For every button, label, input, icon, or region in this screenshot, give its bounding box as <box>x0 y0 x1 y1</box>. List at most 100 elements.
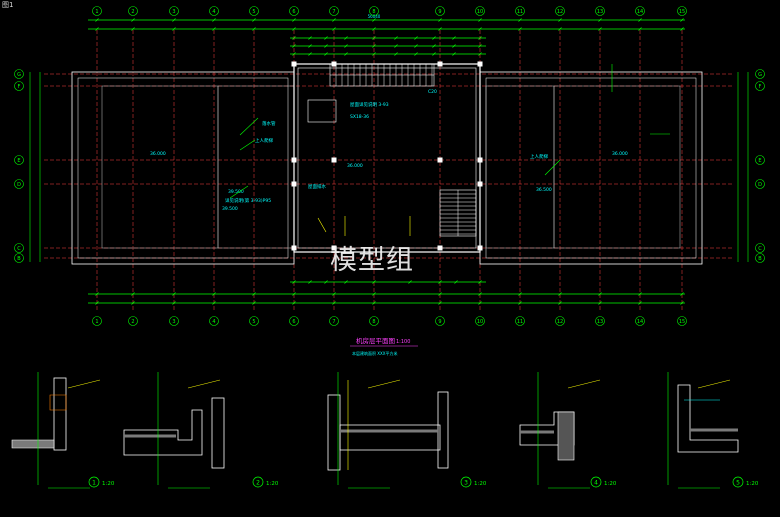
axis-bubble-label: 1 <box>95 9 98 15</box>
dimension-tick <box>344 44 348 48</box>
top-dimension-lines <box>88 19 685 55</box>
axis-bubble-top: 13 <box>595 6 605 16</box>
dimension-tick <box>680 27 684 31</box>
left-mark-a: 39.500 <box>228 189 244 195</box>
dimension-tick <box>394 52 398 56</box>
axis-bubble-label: 7 <box>332 319 335 325</box>
axis-bubble-label: B <box>758 256 762 262</box>
column <box>437 157 443 163</box>
dimension-tick <box>680 18 684 22</box>
section-detail-drawing <box>123 372 225 489</box>
dimension-tick <box>324 280 328 284</box>
axis-bubble-right: E <box>755 155 765 165</box>
dimension-tick <box>95 27 99 31</box>
axis-bubble-label: 13 <box>597 319 603 325</box>
plan-title: 机房层平面图 <box>356 336 395 345</box>
axis-bubble-right: C <box>755 243 765 253</box>
dimension-tick <box>452 36 456 40</box>
axis-bubble-label: 11 <box>517 9 523 15</box>
axis-bubble-left: E <box>14 155 24 165</box>
axis-bubble-label: D <box>17 182 21 188</box>
axis-bubble-bottom: 11 <box>515 316 525 326</box>
dimension-tick <box>95 301 99 305</box>
axis-bubble-label: 10 <box>477 9 483 15</box>
column <box>477 157 483 163</box>
detail-label: 4 1:20 <box>590 476 617 488</box>
dimension-tick <box>518 27 522 31</box>
dimension-tick <box>344 280 348 284</box>
axis-bubble-right: D <box>755 179 765 189</box>
column <box>477 181 483 187</box>
detail-number: 4 <box>594 480 598 487</box>
right-stair-note: 上人爬梯 <box>530 153 548 160</box>
dimension-tick <box>131 27 135 31</box>
dimension-tick <box>308 52 312 56</box>
left-detail-note: 详见说明(第 3-93)P95 <box>225 197 271 204</box>
dimension-tick <box>638 292 642 296</box>
dimension-tick <box>438 280 442 284</box>
right-mark: 36.500 <box>536 187 552 193</box>
axis-bubble-bottom: 7 <box>329 316 339 326</box>
plan-subtitle: 本层建筑面积 XXX平方米 <box>352 350 398 356</box>
axis-bubble-bottom: 15 <box>677 316 687 326</box>
dimension-tick <box>332 292 336 296</box>
detail-scale: 1:20 <box>604 481 617 487</box>
dimension-tick <box>324 44 328 48</box>
dimension-tick <box>518 292 522 296</box>
axis-bubble-label: C <box>758 246 762 252</box>
dimension-tick <box>394 44 398 48</box>
dimension-tick <box>308 280 312 284</box>
axis-bubble-label: 7 <box>332 9 335 15</box>
dimension-tick <box>414 44 418 48</box>
dimension-tick <box>252 27 256 31</box>
axis-bubble-label: 5 <box>252 9 255 15</box>
axis-bubble-top: 6 <box>289 6 299 16</box>
dimension-tick <box>680 301 684 305</box>
axis-bubble-top: 12 <box>555 6 565 16</box>
dimension-tick <box>131 18 135 22</box>
dimension-tick <box>252 292 256 296</box>
roof-note-1: 屋面详见说明 3-93 <box>350 101 389 108</box>
axis-bubble-label: 6 <box>292 9 295 15</box>
dimension-tick <box>252 301 256 305</box>
dimension-tick <box>372 301 376 305</box>
left-mark-b: 39.500 <box>222 206 238 212</box>
column <box>291 245 297 251</box>
dimension-tick <box>324 52 328 56</box>
dimension-tick <box>518 301 522 305</box>
column <box>331 245 337 251</box>
axis-bubble-label: 11 <box>517 319 523 325</box>
axis-bubble-label: 10 <box>477 319 483 325</box>
dimension-tick <box>344 52 348 56</box>
column <box>291 61 297 67</box>
dimension-tick <box>212 301 216 305</box>
axis-bubble-top: 7 <box>329 6 339 16</box>
dimension-tick <box>680 292 684 296</box>
dimension-tick <box>292 301 296 305</box>
axis-bubble-label: F <box>759 84 762 90</box>
detail-number: 5 <box>736 480 740 487</box>
pipe-note: 落水管 <box>262 120 276 127</box>
dimension-tick <box>292 27 296 31</box>
dimension-tick <box>372 280 376 284</box>
dimension-tick <box>478 301 482 305</box>
axis-bubble-top: 4 <box>209 6 219 16</box>
axis-bubble-top: 9 <box>435 6 445 16</box>
section-detail-drawing <box>11 372 101 489</box>
axis-bubble-label: 8 <box>372 9 375 15</box>
dimension-tick <box>324 36 328 40</box>
dimension-tick <box>478 280 482 284</box>
axis-bubble-label: 14 <box>637 9 643 15</box>
dimension-tick <box>414 52 418 56</box>
dimension-tick <box>478 292 482 296</box>
dimension-tick <box>131 292 135 296</box>
dimension-tick <box>344 36 348 40</box>
axis-bubble-label: 3 <box>172 319 175 325</box>
dimension-tick <box>332 301 336 305</box>
window-mark: C20 <box>428 89 437 95</box>
axis-bubble-bottom: 1 <box>92 316 102 326</box>
corner-label: 图1 <box>2 1 14 9</box>
